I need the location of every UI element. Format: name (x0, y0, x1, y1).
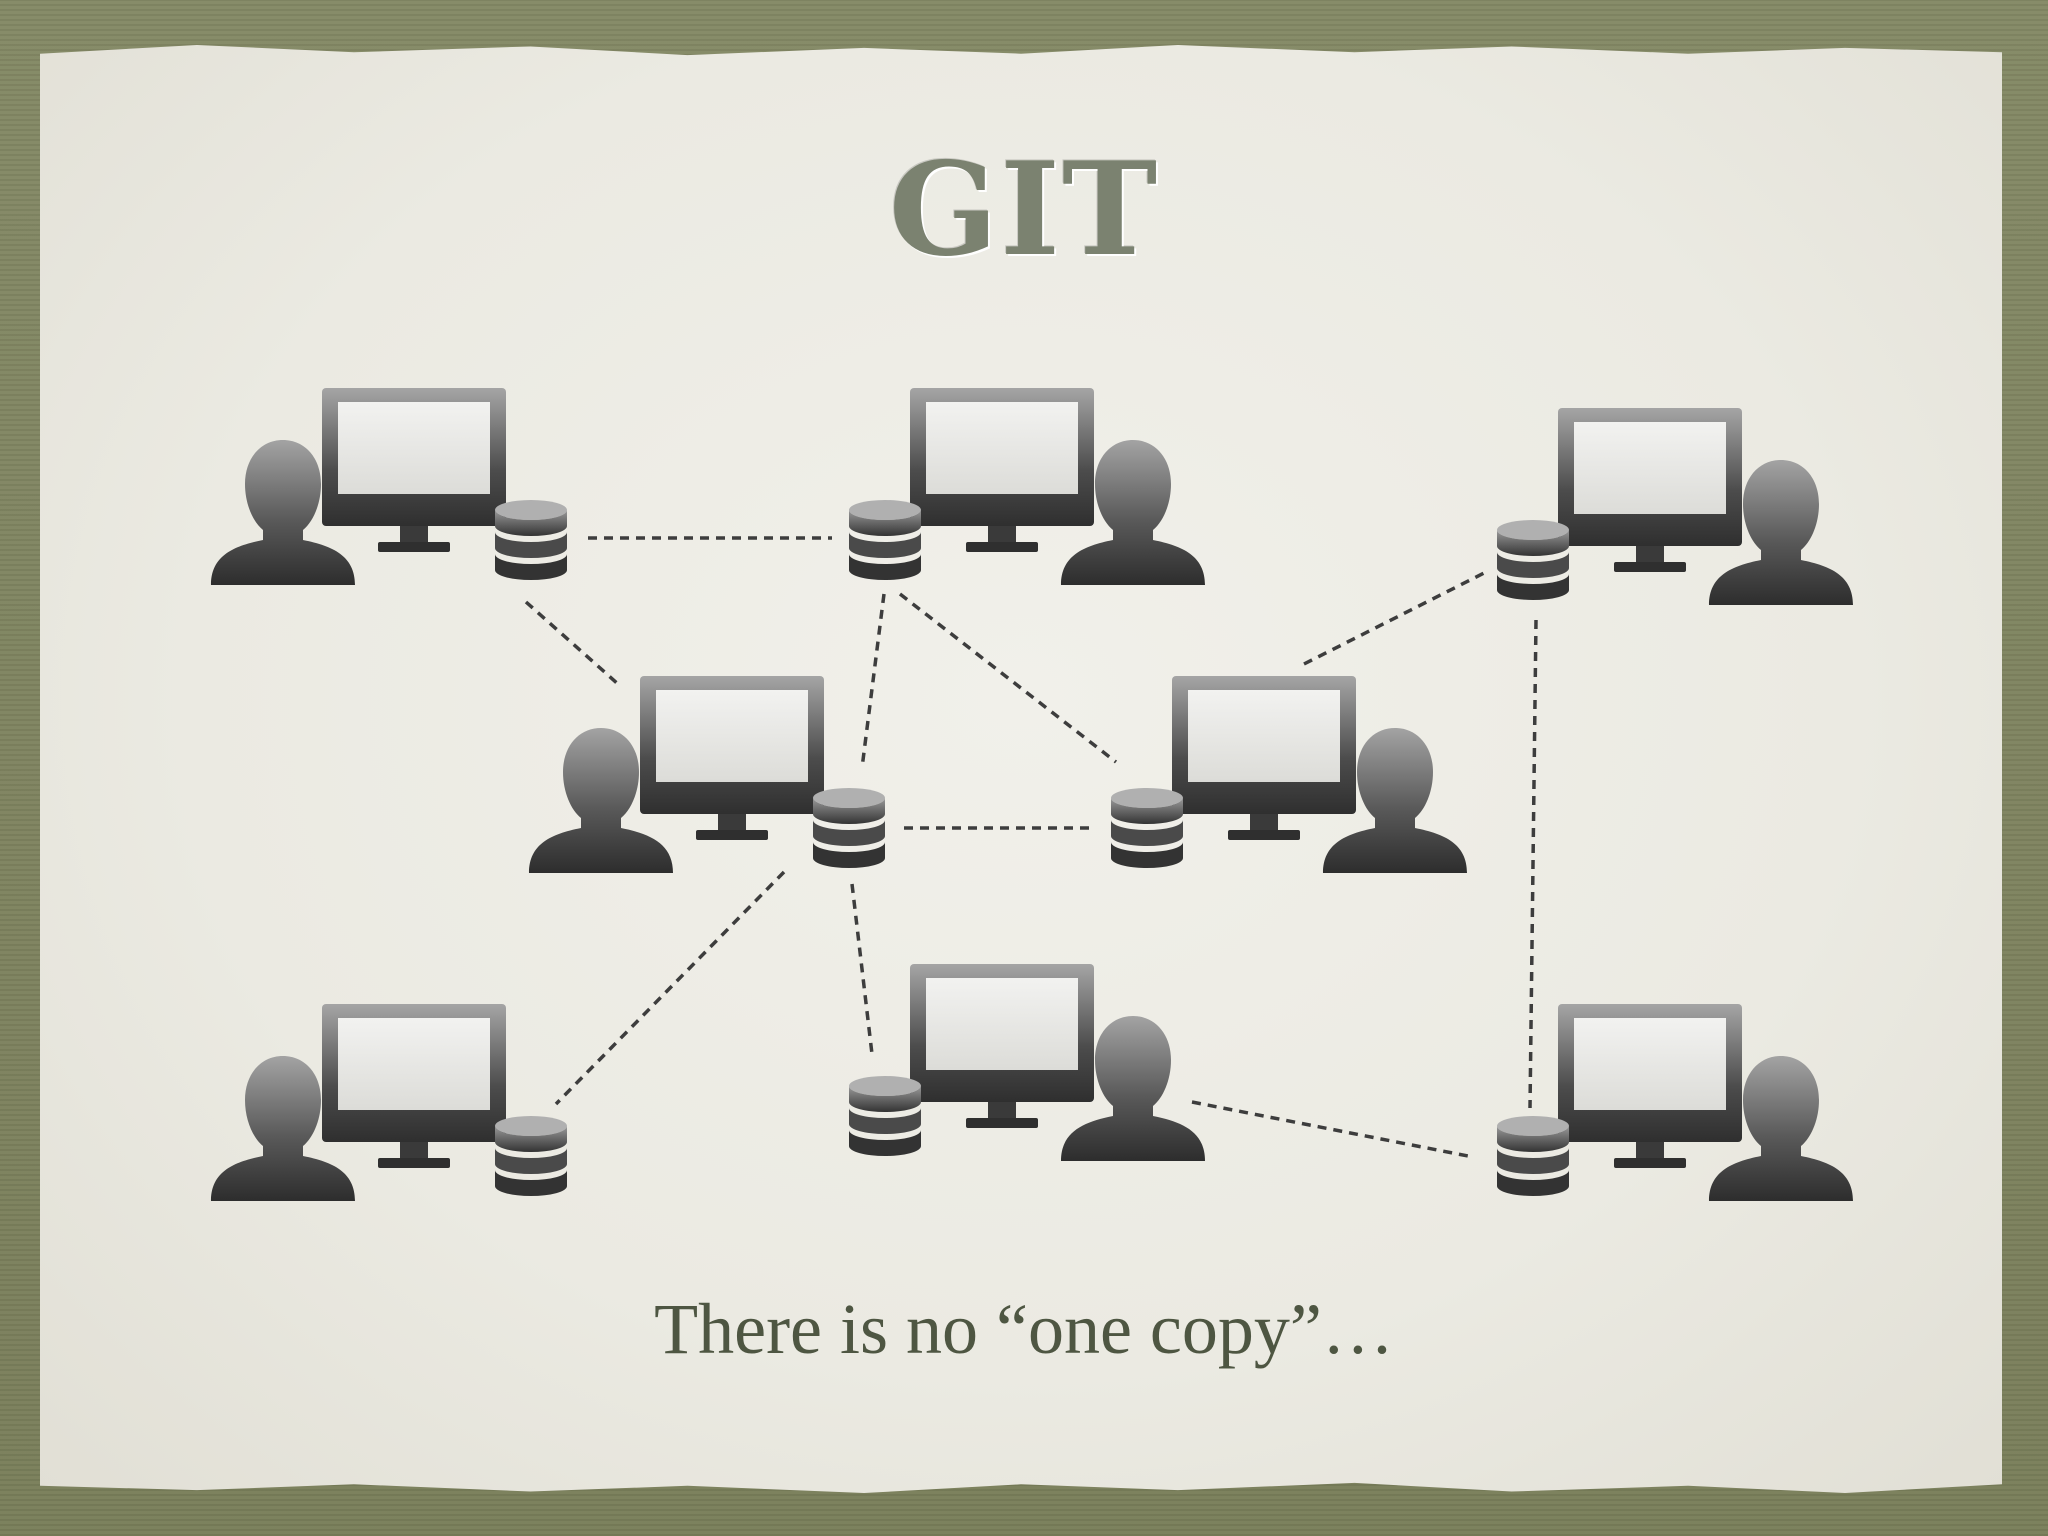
network-node (1497, 408, 1853, 605)
paper-card (40, 45, 2002, 1493)
link-9 (1528, 619, 1538, 1109)
database-icon (1497, 520, 1569, 600)
network-node (849, 388, 1205, 585)
database-icon (813, 788, 885, 868)
monitor-icon (322, 1004, 506, 1168)
link-10 (1191, 1100, 1469, 1158)
link-4 (898, 592, 1118, 764)
slide-caption: There is no “one copy”… (654, 1289, 1394, 1369)
link-7 (554, 870, 786, 1106)
database-icon (849, 1076, 921, 1156)
link-3 (860, 593, 886, 769)
network-node (529, 676, 885, 873)
database-icon (1497, 1116, 1569, 1196)
monitor-icon (640, 676, 824, 840)
slide-title: GIT (888, 135, 1160, 285)
link-2 (524, 600, 620, 686)
link-5 (1303, 570, 1487, 666)
monitor-icon (1558, 1004, 1742, 1168)
monitor-icon (1558, 408, 1742, 572)
network-node (1497, 1004, 1853, 1201)
network-node (849, 964, 1205, 1161)
database-icon (1111, 788, 1183, 868)
link-8 (850, 883, 874, 1055)
monitor-icon (322, 388, 506, 552)
database-icon (495, 500, 567, 580)
network-node (211, 1004, 567, 1201)
monitor-icon (1172, 676, 1356, 840)
network-node (1111, 676, 1467, 873)
monitor-icon (910, 388, 1094, 552)
network-node (211, 388, 567, 585)
database-icon (849, 500, 921, 580)
monitor-icon (910, 964, 1094, 1128)
database-icon (495, 1116, 567, 1196)
